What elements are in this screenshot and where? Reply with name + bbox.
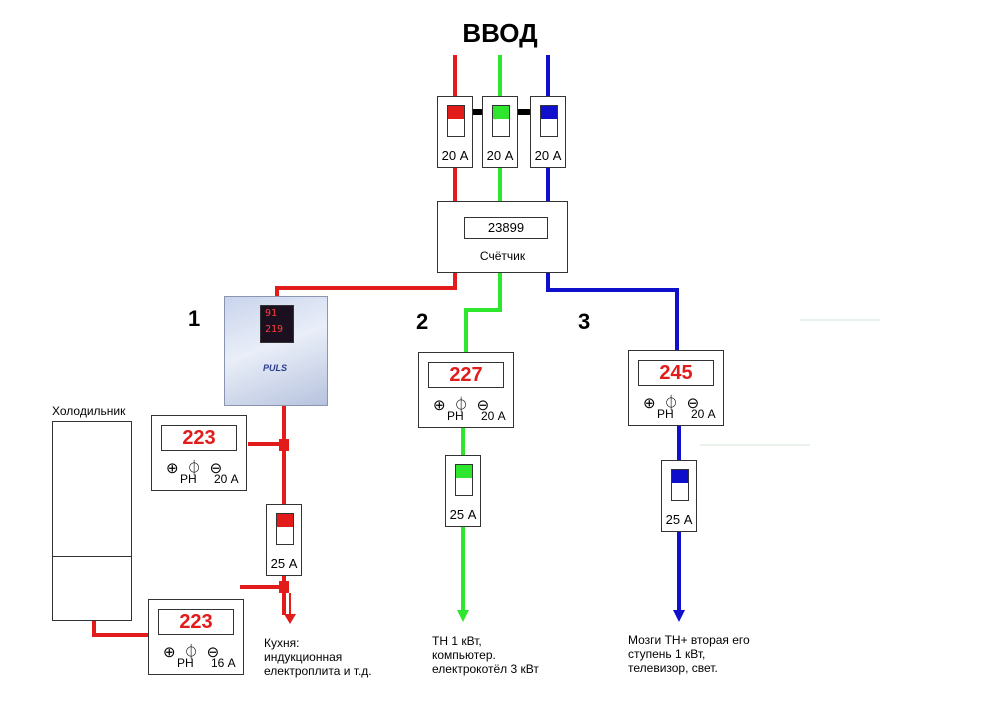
relay-amps: 20 А [214, 472, 239, 486]
relay-mode: РН [657, 407, 674, 421]
relay-display: 223 [158, 609, 234, 635]
branch3-wire [546, 273, 679, 350]
input-breaker-red[interactable]: 20 А [437, 96, 473, 168]
relay-display: 227 [428, 362, 504, 388]
fridge-wire [92, 621, 148, 637]
branch-number-3: 3 [578, 309, 591, 334]
load-line: ступень 1 кВт, [628, 647, 706, 661]
branch2-load-label: ТН 1 кВт, компьютер. електрокотёл 3 кВт [432, 634, 539, 676]
load-line: телевизор, свет. [628, 661, 718, 675]
relay-buttons[interactable]: ⊕⏀⊖ [166, 460, 231, 477]
voltage-relay-3: 245 ⊕⏀⊖ РН 20 А [628, 350, 724, 426]
relay-display: 223 [161, 425, 237, 451]
input-breaker-green[interactable]: 20 А [482, 96, 518, 168]
fridge-door-split [53, 556, 131, 557]
load-line: компьютер. [432, 648, 496, 662]
load-line: индукционная [264, 650, 343, 664]
relay-buttons[interactable]: ⊕⏀⊖ [433, 397, 498, 414]
relay-amps: 16 А [211, 656, 236, 670]
input-breaker-blue[interactable]: 20 А [530, 96, 566, 168]
relay-buttons[interactable]: ⊕⏀⊖ [643, 395, 708, 412]
branch1-breaker[interactable]: 25 А [266, 504, 302, 576]
fridge-label: Холодильник [52, 404, 126, 418]
meter-label: Счётчик [479, 249, 526, 263]
branch-number-1: 1 [188, 306, 201, 331]
breaker-rating: 20 А [441, 148, 469, 163]
relay-mode: РН [177, 656, 194, 670]
breaker-rating: 20 А [486, 148, 514, 163]
load-line: Мозги ТН+ вторая его [628, 633, 750, 647]
voltage-relay-1b: 223 ⊕⏀⊖ РН 16 А [148, 599, 244, 675]
branch2-wire [464, 273, 502, 352]
load-line: електроплита и т.д. [264, 664, 372, 678]
relay-mode: РН [180, 472, 197, 486]
junction-1 [279, 439, 289, 451]
voltage-stabilizer: 91 219 PULS [224, 296, 328, 406]
relay-buttons[interactable]: ⊕⏀⊖ [163, 644, 228, 661]
branch3-breaker[interactable]: 25 А [661, 460, 697, 532]
load-line: електрокотёл 3 кВт [432, 662, 539, 676]
junction-2 [279, 581, 289, 593]
breaker-handle [672, 470, 688, 483]
breaker-handle [277, 514, 293, 527]
branch-number-2: 2 [416, 309, 429, 334]
branch3-load-label: Мозги ТН+ вторая его ступень 1 кВт, теле… [628, 633, 750, 675]
voltage-relay-2: 227 ⊕⏀⊖ РН 20 А [418, 352, 514, 428]
meter-reading: 23899 [464, 217, 548, 239]
stabilizer-logo: PULS [263, 363, 288, 373]
voltage-relay-1a: 223 ⊕⏀⊖ РН 20 А [151, 415, 247, 491]
branch2-arrow-head [457, 610, 469, 622]
stabilizer-display: 91 219 [260, 305, 294, 343]
relay-display: 245 [638, 360, 714, 386]
branch2-breaker[interactable]: 25 А [445, 455, 481, 527]
branch1-wire [275, 273, 457, 296]
breaker-handle [541, 106, 557, 119]
stabilizer-display-bottom: 219 [265, 324, 284, 335]
breaker-rating: 25 А [449, 507, 477, 522]
breaker-rating: 20 А [534, 148, 562, 163]
branch3-arrow-head [673, 610, 685, 622]
input-title: ВВОД [462, 18, 538, 48]
kitchen-arrow-head [284, 614, 296, 624]
relay-mode: РН [447, 409, 464, 423]
relay-amps: 20 А [691, 407, 716, 421]
breaker-handle [448, 106, 464, 119]
stabilizer-display-top: 91 [265, 308, 278, 319]
load-line: ТН 1 кВт, [432, 634, 482, 648]
load-line: Кухня: [264, 636, 300, 650]
breaker-handle [456, 465, 472, 478]
electric-meter: 23899 Счётчик [437, 201, 568, 273]
breaker-rating: 25 А [270, 556, 298, 571]
fridge [52, 421, 132, 621]
kitchen-load-label: Кухня: индукционная електроплита и т.д. [264, 636, 372, 678]
relay-amps: 20 А [481, 409, 506, 423]
breaker-rating: 25 А [665, 512, 693, 527]
breaker-handle [493, 106, 509, 119]
